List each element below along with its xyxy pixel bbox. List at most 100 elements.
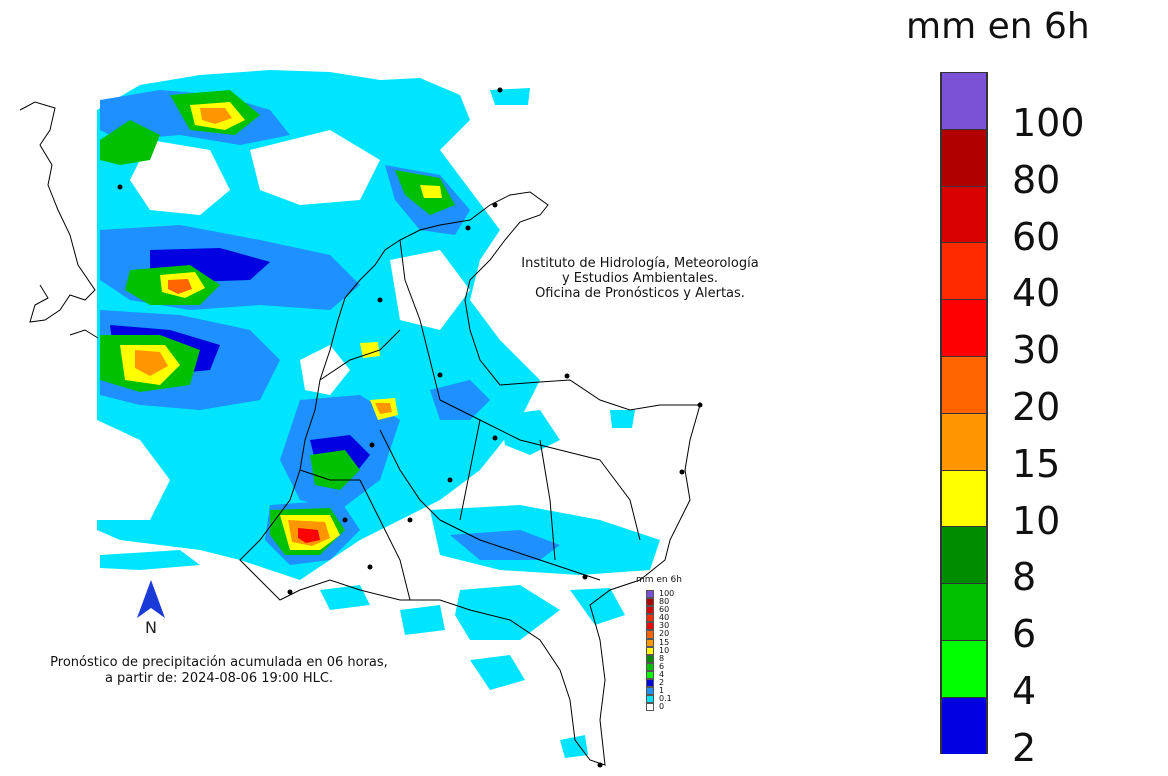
legend-swatch xyxy=(940,412,988,470)
precip-orange-3 xyxy=(168,279,192,294)
city-dot xyxy=(697,402,703,408)
dept-border-1 xyxy=(399,239,441,401)
legend-label: 30 xyxy=(1012,328,1061,373)
small-legend-swatch xyxy=(646,670,654,680)
boundaries xyxy=(19,101,701,766)
city-dot xyxy=(367,564,373,570)
dept-border-3 xyxy=(379,429,441,521)
colombia-outline xyxy=(239,191,701,766)
small-legend-label: 0.1 xyxy=(659,694,672,704)
legend-label: 40 xyxy=(1012,271,1061,316)
precip-east-5 xyxy=(570,588,625,625)
city-markers xyxy=(117,87,703,768)
small-legend-label: 15 xyxy=(659,637,670,647)
city-dot xyxy=(597,762,603,768)
small-legend-label: 60 xyxy=(659,605,670,615)
small-legend-label: 80 xyxy=(659,597,670,607)
small-legend-label: 6 xyxy=(659,661,665,671)
city-dot xyxy=(342,517,348,523)
precip-east-6 xyxy=(470,655,525,690)
small-legend-swatch xyxy=(646,695,654,704)
precip-east-8 xyxy=(560,735,588,758)
precip-gap-1 xyxy=(130,140,230,215)
city-dot xyxy=(447,477,453,483)
city-dot xyxy=(492,202,498,208)
precipitation-field xyxy=(97,70,660,758)
legend-label: 4 xyxy=(1012,668,1037,713)
small-legend-label: 2 xyxy=(659,678,665,688)
small-legend-swatch xyxy=(646,630,654,639)
legend-label: 2 xyxy=(1012,725,1037,770)
north-label: N xyxy=(145,618,157,637)
city-dot xyxy=(492,435,498,441)
legend-swatch xyxy=(940,299,988,356)
city-dot xyxy=(437,372,443,378)
precip-east-12 xyxy=(490,88,530,105)
precip-east-2 xyxy=(450,530,560,560)
small-legend-label: 8 xyxy=(659,653,665,663)
small-legend-swatch xyxy=(646,679,654,688)
precip-east-11 xyxy=(100,550,200,570)
institute-line-2: y Estudios Ambientales. xyxy=(561,271,719,286)
institute-credit: Instituto de Hidrología, Meteorología y … xyxy=(490,256,790,301)
precip-east-7 xyxy=(610,410,635,428)
precip-gap-2 xyxy=(250,130,380,205)
small-legend-label: 100 xyxy=(659,589,675,598)
legend-title: mm en 6h xyxy=(906,6,1090,47)
legend-swatch xyxy=(940,583,988,640)
north-arrow: N xyxy=(131,578,171,638)
dept-border-8 xyxy=(319,329,401,381)
forecast-caption: Pronóstico de precipitación acumulada en… xyxy=(14,655,424,687)
precip-yellow-6 xyxy=(360,342,380,358)
small-legend-swatch xyxy=(646,614,654,623)
legend-colorbar xyxy=(940,72,988,754)
city-dot xyxy=(582,574,588,580)
small-legend-label: 20 xyxy=(659,629,670,639)
institute-line-1: Instituto de Hidrología, Meteorología xyxy=(521,256,759,271)
legend-swatch xyxy=(940,526,988,584)
small-legend-label: 40 xyxy=(659,613,670,623)
small-legend-swatch xyxy=(646,606,654,615)
precip-blue-7 xyxy=(430,380,490,420)
city-dot xyxy=(407,517,413,523)
small-legend-label: 1 xyxy=(659,686,665,696)
small-legend-label: 10 xyxy=(659,645,670,655)
small-legend-swatch xyxy=(646,646,654,655)
institute-line-3: Oficina de Pronósticos y Alertas. xyxy=(535,286,745,301)
legend-swatch xyxy=(940,242,988,300)
small-legend-swatch xyxy=(646,622,654,631)
precipitation-map xyxy=(19,70,703,768)
dept-border-7 xyxy=(539,439,556,561)
precip-gap-5 xyxy=(390,250,470,330)
city-dot xyxy=(377,297,383,303)
city-dot xyxy=(117,184,123,190)
legend-swatch xyxy=(940,185,988,243)
dept-border-5 xyxy=(359,479,411,601)
city-dot xyxy=(497,87,503,93)
precip-east-9 xyxy=(400,605,445,635)
dept-border-6 xyxy=(459,419,481,521)
precip-orange-5 xyxy=(375,403,392,414)
north-arrow-icon xyxy=(137,580,165,618)
legend-label: 6 xyxy=(1012,612,1037,657)
dept-border-4 xyxy=(439,519,601,581)
small-legend-swatch xyxy=(646,598,654,607)
small-legend-label: 0 xyxy=(659,702,665,712)
small-legend-title: mm en 6h xyxy=(636,575,682,585)
precip-green-1 xyxy=(100,120,160,165)
legend-label: 10 xyxy=(1012,498,1061,543)
precip-east-4 xyxy=(455,585,560,640)
precip-east-3 xyxy=(500,410,560,455)
city-dot xyxy=(287,589,293,595)
legend-swatch xyxy=(940,469,988,527)
small-legend-swatch xyxy=(646,662,654,671)
precip-gap-3 xyxy=(97,420,170,520)
precip-red-4 xyxy=(298,528,320,543)
legend-swatch xyxy=(940,696,988,754)
legend-swatch xyxy=(940,355,988,413)
city-dot xyxy=(369,442,375,448)
small-legend-swatch xyxy=(646,654,654,663)
